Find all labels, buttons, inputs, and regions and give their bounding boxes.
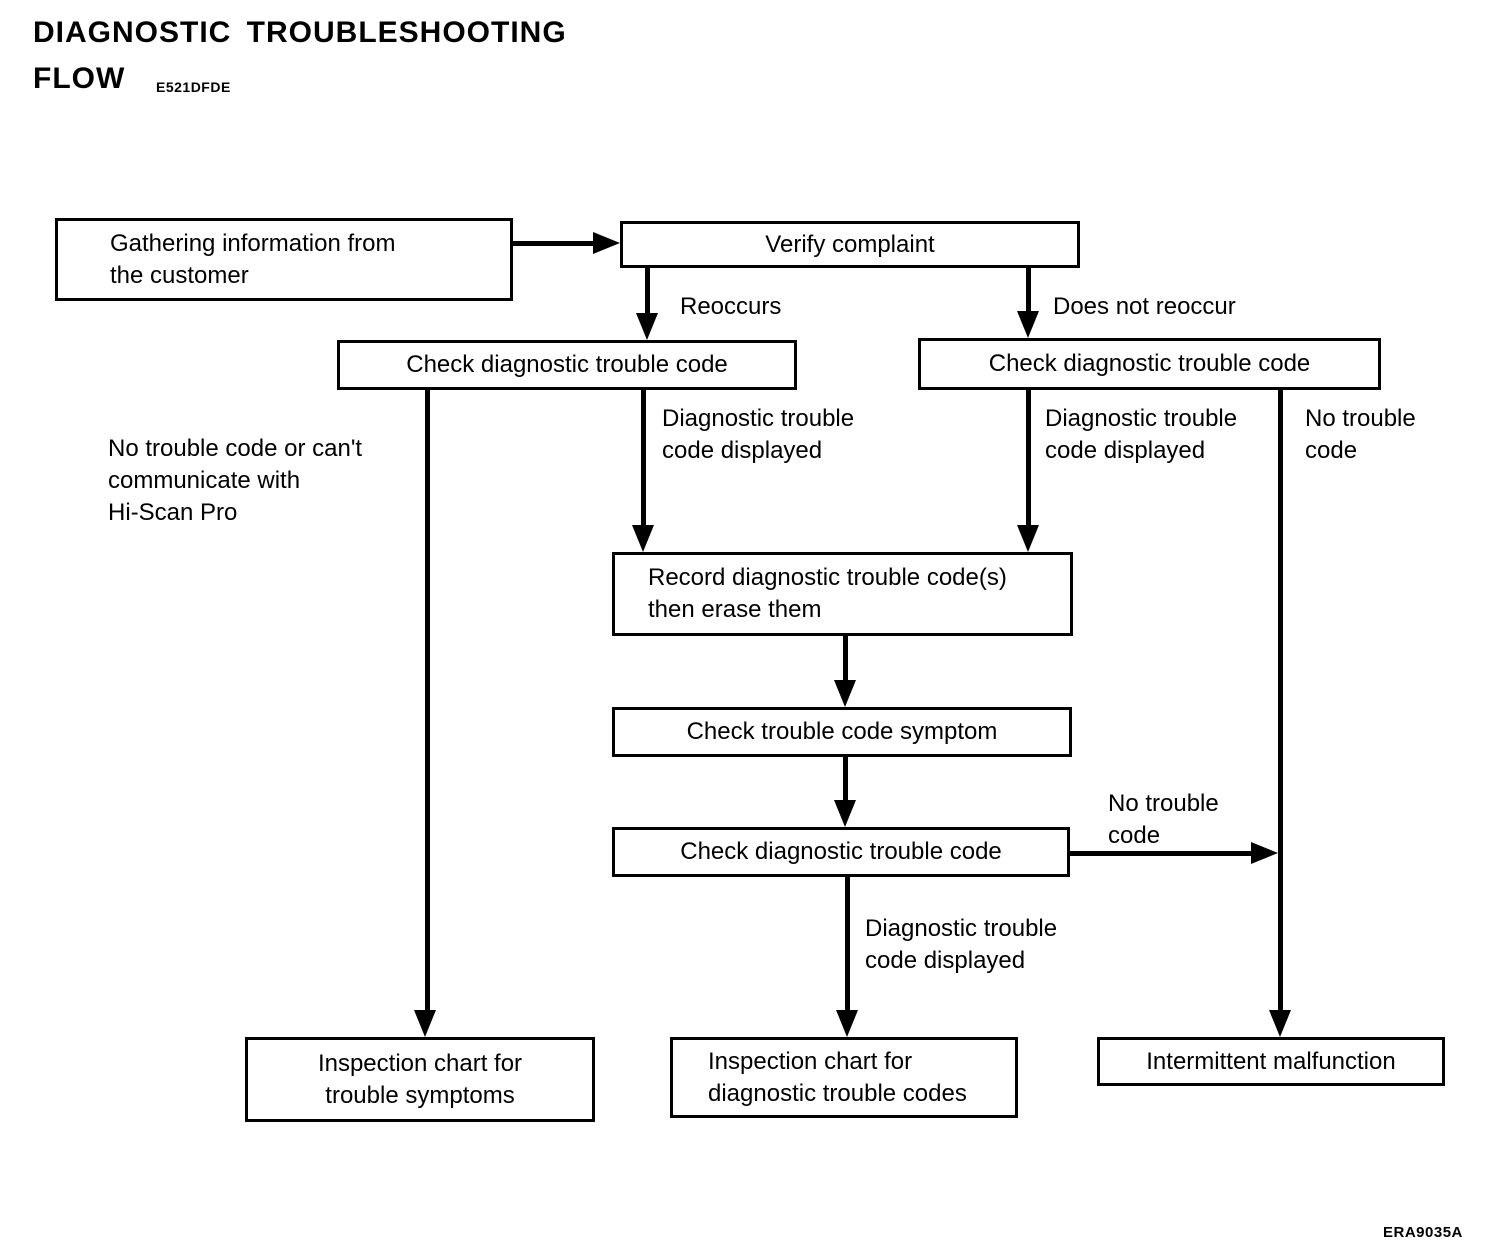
node-text: Verify complaint	[765, 230, 935, 258]
arrowhead-down-icon	[1017, 525, 1039, 552]
node-text: Inspection chart for	[317, 1049, 523, 1077]
connector-verify-to-check-left	[645, 268, 650, 318]
edge-label-line: communicate with	[108, 467, 301, 494]
page-title-line1: DIAGNOSTIC TROUBLESHOOTING	[33, 16, 567, 49]
connector-check-after-to-inspection-codes	[845, 877, 850, 1015]
flow-node-check-dtc-right: Check diagnostic trouble code	[918, 338, 1381, 390]
arrowhead-down-icon	[1017, 311, 1039, 338]
flow-node-check-dtc-left: Check diagnostic trouble code	[337, 340, 797, 390]
edge-label-dtc-displayed-recheck: Diagnostic trouble code displayed	[865, 913, 1057, 977]
edge-label-does-not-reoccur: Does not reoccur	[1053, 293, 1236, 320]
edge-label-line: Diagnostic trouble	[865, 915, 1058, 942]
connector-check-after-to-intermittent	[1070, 851, 1255, 856]
connector-verify-to-check-right	[1026, 268, 1031, 316]
flow-node-gathering-information: Gathering information from the customer	[55, 218, 513, 301]
edge-label-line: Diagnostic trouble	[662, 405, 855, 432]
connector-check-left-to-record	[641, 390, 646, 530]
node-text: Check diagnostic trouble code	[406, 351, 728, 378]
node-text: Check diagnostic trouble code	[988, 350, 1311, 377]
edge-label-line: Hi-Scan Pro	[108, 499, 238, 526]
connector-gathering-to-verify	[513, 241, 598, 246]
edge-label-line: No trouble	[1108, 790, 1219, 817]
arrowhead-right-icon	[1251, 842, 1278, 864]
section-code: E521DFDE	[156, 79, 231, 95]
edge-label-dtc-displayed-left: Diagnostic trouble code displayed	[662, 403, 854, 467]
edge-label-dtc-displayed-right: Diagnostic trouble code displayed	[1045, 403, 1237, 467]
node-text: Inspection chart for	[708, 1047, 913, 1075]
node-text: Record diagnostic trouble code(s)	[648, 564, 1007, 591]
node-text: Check diagnostic trouble code	[680, 838, 1002, 865]
arrowhead-down-icon	[414, 1010, 436, 1037]
figure-code: ERA9035A	[1383, 1224, 1463, 1241]
edge-label-line: code displayed	[865, 947, 1026, 974]
node-text: Check trouble code symptom	[686, 718, 998, 745]
arrowhead-down-icon	[834, 800, 856, 827]
connector-check-right-to-intermittent	[1278, 390, 1283, 1013]
edge-label-line: code	[1305, 437, 1358, 464]
connector-symptom-to-check-after	[843, 757, 848, 805]
node-text: diagnostic trouble codes	[708, 1079, 967, 1107]
connector-check-left-to-inspection-symptoms	[425, 390, 430, 1013]
node-text: trouble symptoms	[325, 1081, 515, 1109]
node-text: the customer	[110, 261, 249, 289]
flow-node-check-dtc-after-erase: Check diagnostic trouble code	[612, 827, 1070, 877]
flow-node-verify-complaint: Verify complaint	[620, 221, 1080, 268]
connector-check-right-to-record	[1026, 390, 1031, 530]
arrowhead-down-icon	[636, 313, 658, 340]
node-text: Intermittent malfunction	[1146, 1047, 1396, 1075]
flow-node-record-and-erase: Record diagnostic trouble code(s) then e…	[612, 552, 1073, 636]
node-text: Gathering information from	[110, 229, 396, 257]
arrowhead-down-icon	[632, 525, 654, 552]
edge-label-line: No trouble	[1305, 405, 1416, 432]
arrowhead-down-icon	[834, 680, 856, 707]
edge-label-line: Diagnostic trouble	[1045, 405, 1238, 432]
flow-node-check-symptom: Check trouble code symptom	[612, 707, 1072, 757]
node-text: then erase them	[648, 596, 822, 623]
connector-record-to-symptom	[843, 636, 848, 685]
arrowhead-down-icon	[1269, 1010, 1291, 1037]
edge-label-no-trouble-code-right: No trouble code	[1305, 403, 1416, 467]
edge-label-no-code-cant-communicate: No trouble code or can't communicate wit…	[108, 433, 362, 529]
edge-label-line: code displayed	[662, 437, 823, 464]
page-title-line2: FLOW	[33, 62, 126, 95]
arrowhead-down-icon	[836, 1010, 858, 1037]
edge-label-no-trouble-code-recheck: No trouble code	[1108, 788, 1219, 852]
edge-label-line: No trouble code or can't	[108, 435, 363, 462]
flow-node-inspection-chart-codes: Inspection chart for diagnostic trouble …	[670, 1037, 1018, 1118]
edge-label-line: code	[1108, 822, 1161, 849]
flow-node-intermittent-malfunction: Intermittent malfunction	[1097, 1037, 1445, 1086]
edge-label-reoccurs: Reoccurs	[680, 293, 782, 320]
arrowhead-right-icon	[593, 232, 620, 254]
edge-label-line: code displayed	[1045, 437, 1206, 464]
flow-node-inspection-chart-symptoms: Inspection chart for trouble symptoms	[245, 1037, 595, 1122]
